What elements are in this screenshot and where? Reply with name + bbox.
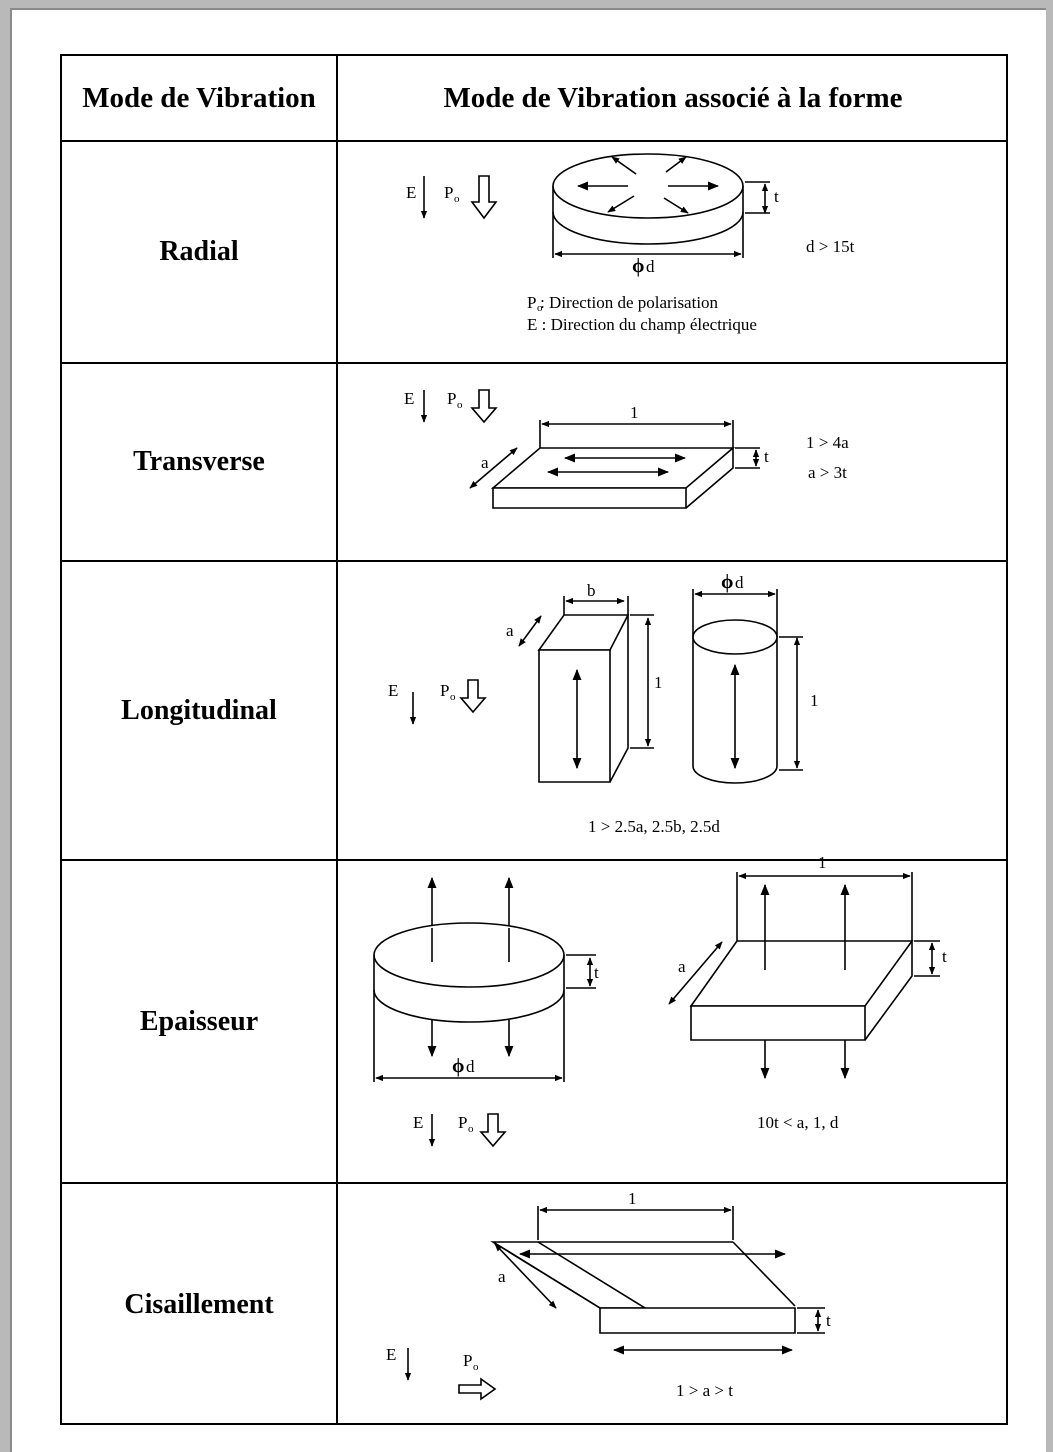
transverse-condition-1: 1 > 4a [806,433,849,452]
label-e: E [406,183,416,202]
cisaillement-condition: 1 > a > t [676,1381,733,1400]
legend-field: E : Direction du champ électrique [527,315,757,334]
diagram-stroke [607,195,635,213]
diagram-label: t [942,947,947,966]
cisaillement-diagram [404,1206,825,1401]
diagram-stroke [668,941,723,1005]
diagram-label: 1 [810,691,819,710]
diagram-label: a [678,957,686,976]
diagram-stroke [492,487,687,509]
radial-diagram [420,153,770,258]
diagram-label: a [481,453,489,472]
diagram-label: d [735,573,744,592]
mode-transverse: Transverse [133,446,265,477]
diagram-stroke [470,389,498,424]
row-divider [62,560,1006,562]
diagram-label: 1 [628,1189,637,1208]
diagram-stroke [685,448,734,509]
row-divider [62,140,1006,142]
diagram-label: E [413,1113,423,1132]
vibration-mode-table: Mode de Vibration Mode de Vibration asso… [60,54,1008,1425]
longitudinal-condition: 1 > 2.5a, 2.5b, 2.5d [588,817,720,836]
diagram-stroke [690,1005,866,1041]
diagram-label: b [587,581,596,600]
diagram-stroke [663,197,689,214]
diagram-label: ϕ [632,255,644,277]
diagram-stroke [692,619,778,655]
diagram-label: a [506,621,514,640]
diagram-stroke [537,614,630,651]
diagram-label: 1 [818,853,827,872]
diagram-label: t [774,187,779,206]
diagram-label: t [764,447,769,466]
diagram-stroke [599,1307,796,1334]
diagram-stroke [518,615,542,647]
diagram-label: P [458,1113,467,1132]
document-page: Mode de Vibration Mode de Vibration asso… [10,8,1046,1452]
diagram-label: E [386,1345,396,1364]
mode-epaisseur: Epaisseur [139,1005,259,1037]
header-shape-mode: Mode de Vibration associé à la forme [443,81,903,114]
diagram-label: a [498,1267,506,1286]
row-divider [62,859,1006,861]
header-mode: Mode de Vibration [82,81,316,114]
diagram-label: ϕ [721,571,733,593]
mode-longitudinal: Longitudinal [121,694,277,726]
diagram-label: o [473,1361,479,1373]
disc-shape [552,153,744,245]
diagram-stroke [609,615,629,783]
diagram-stroke [732,1241,796,1307]
diagram-stroke [373,922,565,1023]
polarization-hollow-arrow-right [458,1377,497,1401]
mode-cisaillement: Cisaillement [124,1288,274,1320]
diagram-stroke [538,649,611,783]
epaisseur-condition: 10t < a, 1, d [757,1113,839,1132]
diagram-label: d [646,257,655,276]
diagram-label: t [594,963,599,982]
diagram-stroke [479,1113,507,1148]
diagram-label: E [404,389,414,408]
diagram-stroke [864,941,913,1041]
diagram-label: P [463,1351,472,1370]
diagram-stroke [373,954,565,988]
row-divider [62,362,1006,364]
diagram-stroke [490,447,736,489]
diagram-label: E [388,681,398,700]
diagram-stroke [611,156,637,175]
diagram-stroke [490,1241,648,1309]
diagram-stroke [689,940,914,1007]
diagram-label: ϕ [452,1055,464,1077]
diagram-stroke [459,679,487,714]
mode-radial: Radial [159,236,239,267]
diagram-label: 1 [654,673,663,692]
epaisseur-diagram [373,872,940,1148]
transverse-diagram [420,389,760,509]
diagram-label: o [454,193,460,205]
transverse-condition-2: a > 3t [808,463,847,482]
diagram-stroke [665,156,687,173]
label-po: P [444,183,453,202]
legend-polarisation: P : Direction de polarisation [527,293,719,312]
diagram-label: 1 [630,403,639,422]
diagram-label: P [440,681,449,700]
diagram-label: o [468,1123,474,1135]
column-divider [336,56,338,1423]
polarization-hollow-arrow [470,175,498,220]
diagram-label: d [466,1057,475,1076]
diagram-label: P [447,389,456,408]
diagram-stroke [469,447,518,489]
diagram-label: o [457,399,463,411]
diagram-label: o [450,691,456,703]
longitudinal-diagram [409,589,803,784]
diagram-label: t [826,1311,831,1330]
diagram-stroke [494,1243,557,1309]
diagram-stroke [552,185,744,219]
radial-condition: d > 15t [806,237,855,256]
diagram-label: o [537,302,543,314]
row-divider [62,1182,1006,1184]
